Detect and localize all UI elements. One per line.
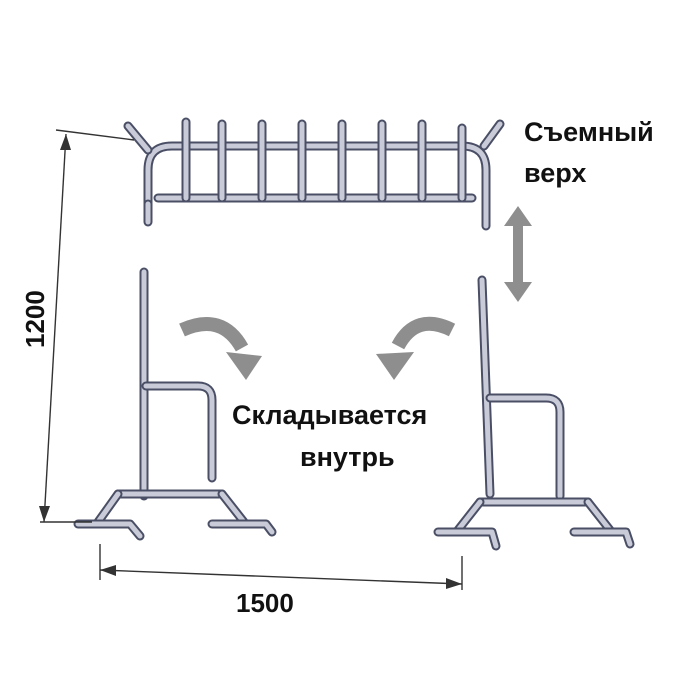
removable-top-frame: [123, 117, 505, 231]
height-dimension-value: 1200: [20, 290, 50, 348]
removable-top-label-line1: Съемный: [524, 117, 654, 147]
fold-arrow-right: [376, 316, 456, 380]
left-folding-leg: [73, 267, 277, 541]
height-dimension: [39, 129, 135, 523]
width-dimension: [99, 544, 463, 590]
width-dimension-value: 1500: [236, 588, 294, 618]
right-folding-leg: [433, 275, 635, 551]
vertical-double-arrow: [504, 206, 532, 302]
folds-inward-label-line2: внутрь: [300, 442, 395, 472]
fold-arrow-left: [179, 317, 262, 380]
folds-inward-label-line1: Складывается: [232, 400, 427, 430]
removable-top-label-line2: верх: [524, 158, 586, 188]
